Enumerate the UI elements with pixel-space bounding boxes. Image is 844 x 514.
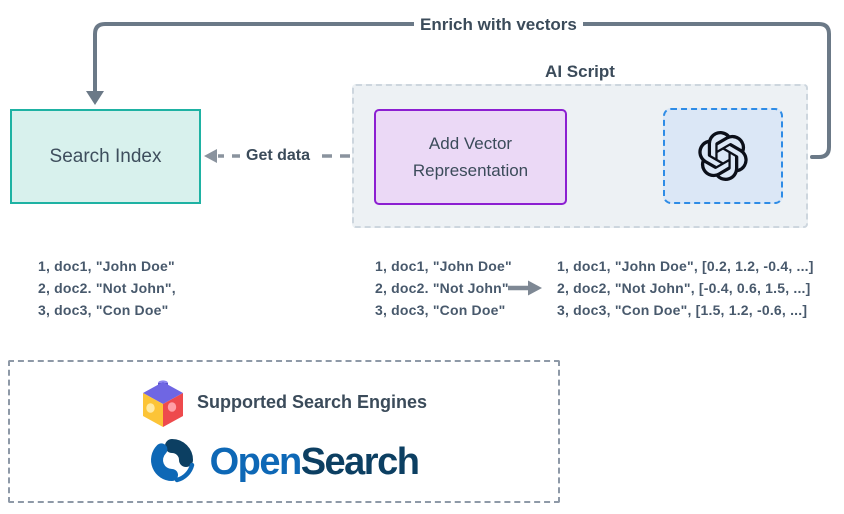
doc-row: 2, doc2. "Not John" bbox=[375, 280, 509, 296]
opensearch-wordmark-open: Open bbox=[209, 440, 303, 483]
opensearch-icon bbox=[150, 438, 194, 482]
doc-row: 1, doc1, "John Doe", [0.2, 1.2, -0.4, ..… bbox=[557, 258, 814, 274]
opensearch-logo: OpenSearch bbox=[150, 438, 420, 486]
enrich-connector bbox=[86, 22, 831, 159]
doc-list-enriched: 1, doc1, "John Doe", [0.2, 1.2, -0.4, ..… bbox=[557, 255, 814, 321]
doc-list-source: 1, doc1, "John Doe" 2, doc2. "Not John",… bbox=[38, 255, 176, 321]
docs-transform-connector bbox=[508, 280, 542, 296]
doc-row: 1, doc1, "John Doe" bbox=[38, 258, 175, 274]
opensearch-wordmark-search: Search bbox=[300, 440, 420, 483]
enrich-with-vectors-label: Enrich with vectors bbox=[414, 14, 583, 35]
add-vector-representation-node: Add Vector Representation bbox=[374, 109, 567, 205]
right-arrowhead-icon bbox=[528, 280, 542, 296]
supported-engines-title: Supported Search Engines bbox=[196, 392, 428, 412]
doc-row: 3, doc3, "Con Doe" bbox=[38, 302, 169, 318]
doc-row: 2, doc2, "Not John", [-0.4, 0.6, 1.5, ..… bbox=[557, 280, 811, 296]
left-arrowhead-icon bbox=[204, 149, 217, 163]
search-index-node: Search Index bbox=[10, 109, 201, 204]
search-index-label: Search Index bbox=[49, 145, 162, 167]
supported-engines-header: Supported Search Engines bbox=[141, 378, 427, 428]
openai-icon bbox=[698, 131, 748, 181]
supported-engines-panel: Supported Search Engines OpenSearch bbox=[8, 360, 560, 503]
opensearch-wordmark: OpenSearch bbox=[209, 438, 420, 486]
add-vector-label: Add Vector Representation bbox=[412, 134, 529, 180]
doc-row: 2, doc2. "Not John", bbox=[38, 280, 176, 296]
doc-row: 1, doc1, "John Doe" bbox=[375, 258, 512, 274]
get-data-label: Get data bbox=[240, 146, 317, 166]
ai-script-label: AI Script bbox=[545, 62, 615, 81]
down-arrowhead-icon bbox=[86, 91, 104, 105]
doc-row: 3, doc3, "Con Doe" bbox=[375, 302, 506, 318]
plugin-cube-icon bbox=[142, 379, 183, 427]
enrich-connector-line bbox=[93, 22, 831, 159]
doc-list-script-input: 1, doc1, "John Doe" 2, doc2. "Not John" … bbox=[375, 255, 512, 321]
doc-row: 3, doc3, "Con Doe", [1.5, 1.2, -0.6, ...… bbox=[557, 302, 808, 318]
openai-node bbox=[663, 108, 783, 204]
